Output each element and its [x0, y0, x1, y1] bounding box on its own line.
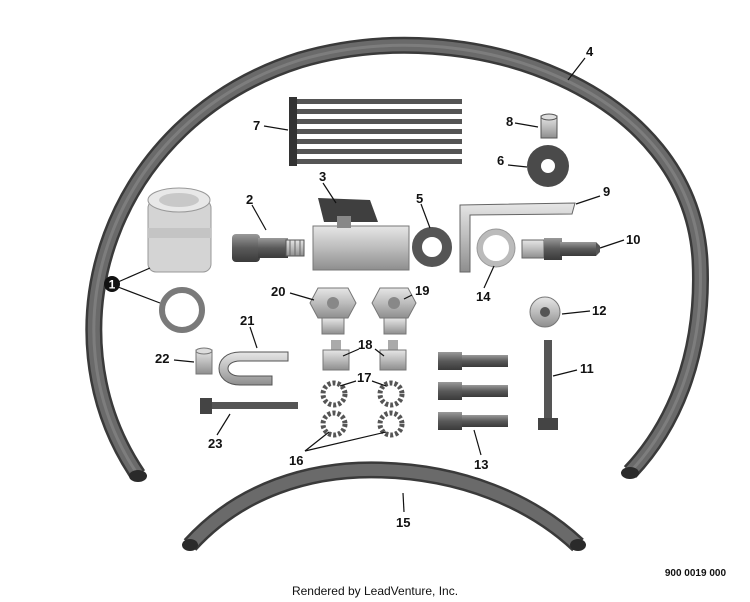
part-7-cable-ties[interactable]	[289, 97, 462, 166]
callout-1: 1	[109, 278, 116, 292]
callout-19: 19	[415, 283, 429, 298]
part-22-spacer[interactable]	[195, 347, 213, 375]
part-16-lock-washer-right[interactable]	[377, 410, 405, 438]
callout-18: 18	[358, 337, 372, 352]
part-20-hex-fitting[interactable]	[309, 287, 357, 335]
part-17-lock-washer-left[interactable]	[320, 380, 348, 408]
callout-10: 10	[626, 232, 640, 247]
callout-8: 8	[506, 114, 513, 129]
part-13-fitting-1[interactable]	[438, 352, 508, 370]
part-6-washer[interactable]	[527, 145, 569, 187]
callout-12: 12	[592, 303, 606, 318]
part-3-valve[interactable]	[312, 198, 410, 271]
callout-4: 4	[586, 44, 594, 59]
callout-5: 5	[416, 191, 423, 206]
part-11-bolt[interactable]	[538, 340, 558, 430]
render-credit: Rendered by LeadVenture, Inc.	[291, 584, 459, 598]
callout-13: 13	[474, 457, 488, 472]
leader-lines	[117, 57, 625, 513]
part-9-bracket[interactable]	[459, 202, 576, 273]
callout-21: 21	[240, 313, 254, 328]
part-12-nut[interactable]	[529, 296, 561, 328]
part-5-ring[interactable]	[412, 227, 452, 267]
callout-17: 17	[357, 370, 371, 385]
callout-23: 23	[208, 436, 222, 451]
part-13-fitting-3[interactable]	[438, 412, 508, 430]
callout-2: 2	[246, 192, 253, 207]
part-16-lock-washer-left[interactable]	[320, 410, 348, 438]
callout-6: 6	[497, 153, 504, 168]
callout-9: 9	[603, 184, 610, 199]
part-14-washer[interactable]	[476, 228, 516, 268]
callout-16: 16	[289, 453, 303, 468]
part-23-bolt[interactable]	[200, 398, 298, 414]
part-1-filter-cup[interactable]	[147, 187, 212, 273]
part-2-connector[interactable]	[232, 234, 305, 262]
part-4-hose[interactable]	[85, 36, 709, 482]
part-1-gasket[interactable]	[159, 287, 205, 333]
diagram-code: 900 0019 000	[664, 568, 726, 579]
part-17-lock-washer-right[interactable]	[377, 380, 405, 408]
part-8-spacer[interactable]	[540, 113, 558, 139]
part-13-fitting-2[interactable]	[438, 382, 508, 400]
callout-14: 14	[476, 289, 491, 304]
part-18-fitting-right[interactable]	[379, 340, 407, 371]
part-10-fitting[interactable]	[521, 238, 600, 260]
part-18-fitting-left[interactable]	[322, 340, 350, 371]
part-21-clamp[interactable]	[218, 351, 289, 386]
callout-11: 11	[580, 361, 594, 376]
callout-3: 3	[319, 169, 326, 184]
callout-7: 7	[253, 118, 260, 133]
callout-20: 20	[271, 284, 285, 299]
part-19-hex-fitting[interactable]	[371, 287, 417, 335]
callout-1-badge: 1	[104, 276, 120, 292]
callout-22: 22	[155, 351, 169, 366]
part-15-hose[interactable]	[182, 461, 586, 552]
callout-15: 15	[396, 515, 410, 530]
